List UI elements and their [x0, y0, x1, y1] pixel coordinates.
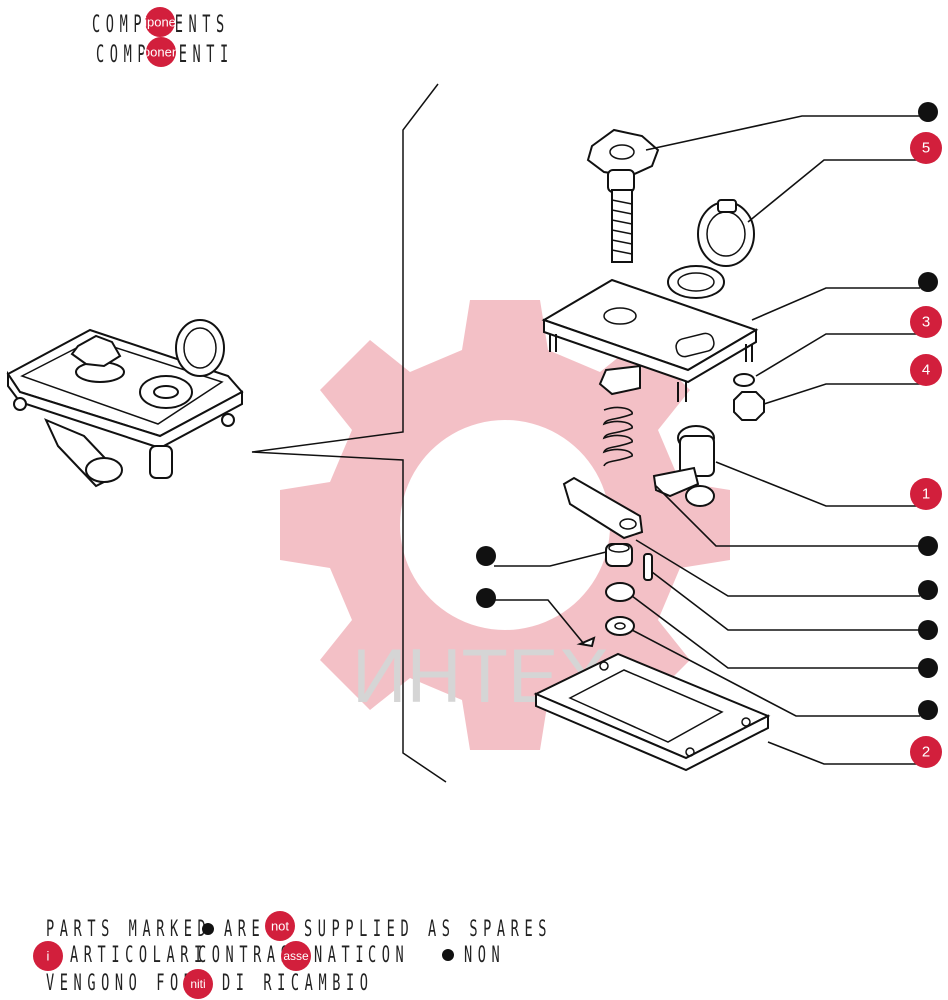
- svg-text:ponen: ponen: [143, 45, 179, 60]
- svg-text:ipone: ipone: [144, 15, 176, 30]
- callout-6: 1: [910, 478, 942, 510]
- footer-line2-d: CON: [368, 943, 409, 968]
- watermark-gear-icon: [280, 300, 730, 750]
- callout-3: [918, 272, 938, 292]
- callout-7: [918, 536, 938, 556]
- footer-note: PARTS MARKED ARE SUPPLIED AS SPARES not …: [33, 911, 552, 999]
- footer-badge-i: i: [33, 941, 63, 971]
- svg-text:5: 5: [922, 140, 930, 157]
- svg-text:not: not: [271, 919, 289, 934]
- assembled-unit: [6, 319, 244, 488]
- exploded-parts: [533, 128, 771, 772]
- callout-12: 2: [910, 736, 942, 768]
- callout-14: [476, 588, 496, 608]
- footer-badge-asse: asse: [281, 941, 311, 971]
- callout-5: 4: [910, 354, 942, 386]
- svg-text:niti: niti: [190, 977, 205, 991]
- callout-4: 3: [910, 306, 942, 338]
- callout-1: [918, 102, 938, 122]
- svg-text:4: 4: [922, 362, 930, 379]
- header-badge-bottom: ponen: [143, 37, 179, 67]
- footer-line3-a: VENGONO FORN: [46, 971, 211, 996]
- header-badge-top: ipone: [144, 7, 176, 37]
- callout-11: [918, 700, 938, 720]
- svg-text:1: 1: [922, 486, 930, 503]
- callout-8: [918, 580, 938, 600]
- leader-lines: [494, 115, 920, 765]
- footer-line2-a: ARTICOLARI: [70, 943, 208, 968]
- svg-text:2: 2: [922, 744, 930, 761]
- svg-text:asse: asse: [283, 949, 309, 963]
- footer-badge-not: not: [265, 911, 295, 941]
- watermark: [280, 300, 730, 750]
- footer-dot-marker: [202, 923, 214, 935]
- callout-9: [918, 620, 938, 640]
- footer-line3-b: DI RICAMBIO: [222, 971, 374, 996]
- svg-text:3: 3: [922, 314, 930, 331]
- svg-text:i: i: [47, 949, 50, 964]
- callout-10: [918, 658, 938, 678]
- bracket-line: [251, 83, 447, 783]
- footer-line2-e: NON: [464, 943, 505, 968]
- footer-badge-niti: niti: [183, 969, 213, 999]
- footer-line2-c: NATI: [314, 943, 369, 968]
- footer-line1-a: PARTS MARKED: [46, 917, 211, 942]
- footer-line2-b: CONTRAS: [198, 943, 294, 968]
- footer-line1-b: ARE: [224, 917, 265, 942]
- callout-13: [476, 546, 496, 566]
- callout-2: 5: [910, 132, 942, 164]
- footer-dot-marker-it: [442, 949, 454, 961]
- footer-line1-c: SUPPLIED AS SPARES: [304, 917, 552, 942]
